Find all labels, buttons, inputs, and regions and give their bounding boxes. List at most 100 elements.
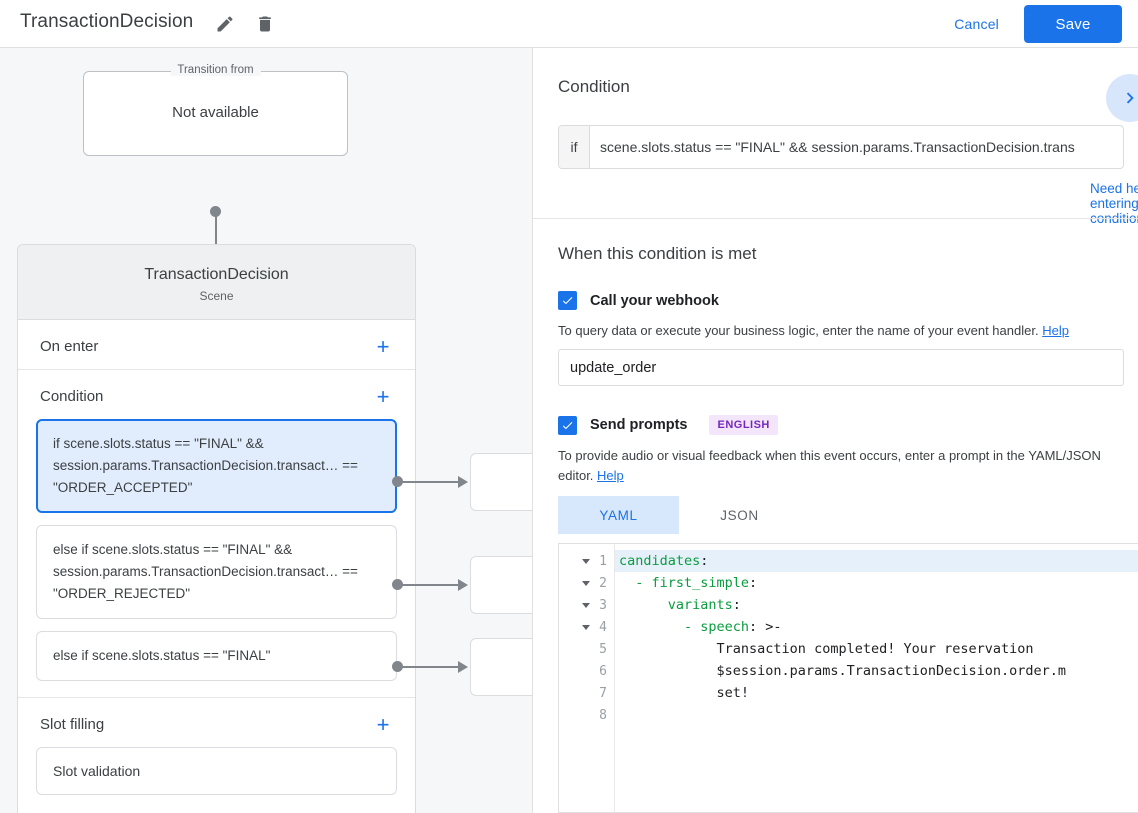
send-prompts-checkbox[interactable]: [558, 415, 577, 435]
delete-button[interactable]: [254, 13, 276, 35]
slot-validation-card[interactable]: Slot validation: [36, 747, 397, 795]
scene-type: Scene: [199, 289, 234, 303]
condition-help-link[interactable]: Need help entering conditions?: [1090, 181, 1138, 226]
code-line[interactable]: Transaction completed! Your reservation: [615, 638, 1138, 660]
save-button[interactable]: Save: [1024, 5, 1122, 43]
editor-code-area[interactable]: candidates: - first_simple: variants: - …: [615, 544, 1138, 812]
condition-if-prefix: if: [559, 126, 590, 168]
yaml-key-token: - first_simple: [619, 575, 750, 591]
collapse-panel-button[interactable]: [1106, 74, 1138, 122]
code-line[interactable]: $session.params.TransactionDecision.orde…: [615, 660, 1138, 682]
transition-to-node[interactable]: TransactionDecision Scene On enter + Con…: [17, 244, 416, 813]
gutter-row: 6: [559, 660, 614, 682]
section-slot-filling: Slot filling + Slot validation: [18, 698, 415, 811]
cancel-button[interactable]: Cancel: [946, 11, 1007, 37]
fold-triangle-icon[interactable]: [582, 580, 590, 586]
edit-button[interactable]: [214, 13, 236, 35]
send-prompts-label: Send prompts: [590, 417, 688, 433]
checkmark-icon: [562, 297, 573, 305]
line-number: 1: [599, 553, 607, 569]
flow-canvas[interactable]: Transition from Not available Transactio…: [0, 48, 532, 813]
condition-card[interactable]: else if scene.slots.status == "FINAL" &&…: [36, 525, 397, 619]
line-number: 3: [599, 597, 607, 613]
page-title: TransactionDecision: [20, 11, 194, 32]
panel-condition-title: Condition: [558, 77, 630, 96]
top-app-bar: TransactionDecision Cancel Save: [0, 0, 1138, 48]
add-on-enter-button[interactable]: +: [376, 333, 390, 359]
add-slot-filling-button[interactable]: +: [376, 711, 390, 737]
gutter-row: 1: [559, 550, 614, 572]
scene-name: TransactionDecision: [144, 266, 289, 283]
condition-card-list: if scene.slots.status == "FINAL" && sess…: [18, 419, 415, 697]
condition-details-panel: Condition if Need help entering conditio…: [532, 48, 1138, 813]
when-condition-met-title: When this condition is met: [558, 244, 757, 263]
yaml-value-token: :: [749, 575, 758, 591]
fold-triangle-icon[interactable]: [582, 624, 590, 630]
fold-triangle-icon[interactable]: [582, 558, 590, 564]
condition-edge-dot: [392, 661, 403, 672]
send-prompts-help-link[interactable]: Help: [597, 468, 624, 483]
webhook-description: To query data or execute your business l…: [558, 321, 1128, 340]
line-number: 2: [599, 575, 607, 591]
condition-edge-dot: [392, 476, 403, 487]
section-condition-head: Condition +: [18, 370, 415, 419]
code-line[interactable]: [615, 704, 1138, 726]
webhook-description-text: To query data or execute your business l…: [558, 323, 1039, 338]
condition-edge-arrow: [458, 661, 468, 673]
code-line[interactable]: set!: [615, 682, 1138, 704]
section-on-enter-head: On enter +: [18, 320, 415, 369]
yaml-value-token: :: [700, 553, 709, 569]
target-node-box[interactable]: [470, 453, 532, 511]
condition-input-row[interactable]: if: [558, 125, 1124, 169]
slot-filling-list: Slot validation: [18, 747, 415, 811]
panel-divider: [533, 218, 1138, 219]
gutter-row: 2: [559, 572, 614, 594]
section-on-enter-title: On enter: [40, 338, 99, 355]
webhook-label: Call your webhook: [590, 292, 719, 309]
section-on-enter: On enter +: [18, 320, 415, 370]
code-line[interactable]: candidates:: [615, 550, 1138, 572]
condition-edge-arrow: [458, 579, 468, 591]
webhook-help-link[interactable]: Help: [1042, 323, 1069, 338]
yaml-key-token: - speech: [619, 619, 750, 635]
yaml-value-token: :: [732, 597, 741, 613]
webhook-checkbox[interactable]: [558, 291, 577, 310]
target-node-box[interactable]: [470, 556, 532, 614]
condition-card[interactable]: else if scene.slots.status == "FINAL": [36, 631, 397, 681]
transition-from-node[interactable]: Transition from Not available: [83, 64, 348, 156]
code-line[interactable]: - first_simple:: [615, 572, 1138, 594]
send-prompts-checkbox-row[interactable]: Send prompts ENGLISH: [558, 415, 778, 435]
gutter-row: 3: [559, 594, 614, 616]
webhook-checkbox-row[interactable]: Call your webhook: [558, 291, 719, 310]
condition-card-selected[interactable]: if scene.slots.status == "FINAL" && sess…: [36, 419, 397, 513]
fold-triangle-icon[interactable]: [582, 602, 590, 608]
target-node-box[interactable]: [470, 638, 532, 696]
section-condition: Condition + if scene.slots.status == "FI…: [18, 370, 415, 698]
gutter-row: 8: [559, 704, 614, 726]
yaml-key-token: variants: [619, 597, 733, 613]
tab-yaml[interactable]: YAML: [558, 496, 679, 534]
line-number: 8: [599, 707, 607, 723]
editor-format-tabs: YAML JSON: [558, 496, 800, 534]
condition-expression-input[interactable]: [590, 126, 1123, 168]
condition-edge-line: [398, 481, 460, 483]
scene-header: TransactionDecision Scene: [18, 245, 415, 320]
code-line[interactable]: - speech: >-: [615, 616, 1138, 638]
yaml-value-token: : >-: [749, 619, 782, 635]
webhook-handler-input[interactable]: [558, 349, 1124, 386]
yaml-value-token: set!: [619, 685, 750, 701]
gutter-row: 4: [559, 616, 614, 638]
chevron-right-icon: [1126, 92, 1134, 104]
add-condition-button[interactable]: +: [376, 383, 390, 409]
yaml-key-token: candidates: [619, 553, 701, 569]
gutter-row: 7: [559, 682, 614, 704]
code-line[interactable]: variants:: [615, 594, 1138, 616]
section-condition-title: Condition: [40, 388, 104, 405]
tab-json[interactable]: JSON: [720, 507, 759, 523]
condition-edge-arrow: [458, 476, 468, 488]
checkmark-icon: [562, 421, 573, 429]
trash-icon: [259, 16, 271, 32]
line-number: 6: [599, 663, 607, 679]
